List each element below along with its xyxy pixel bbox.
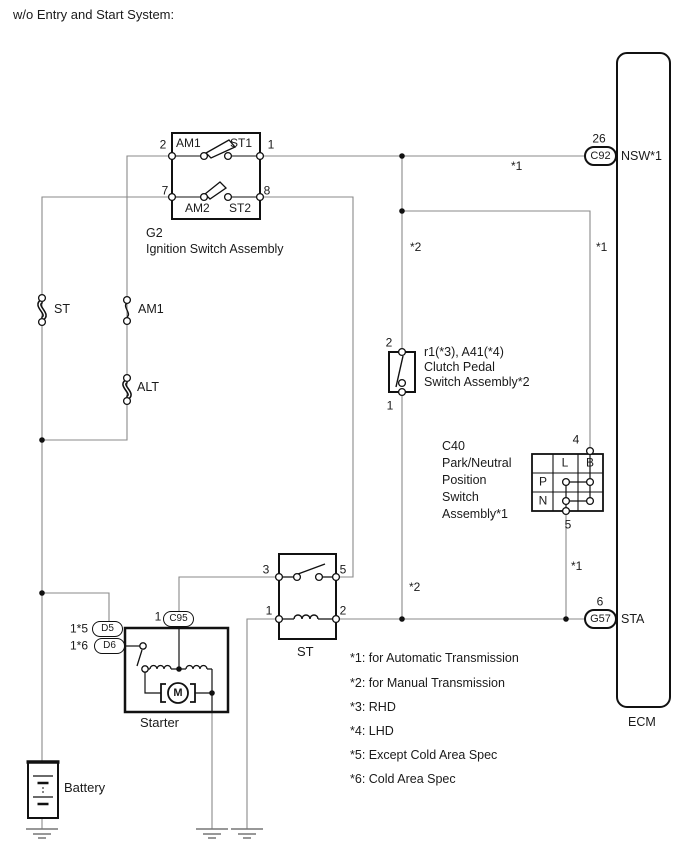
pnp-id: C40 — [442, 439, 465, 453]
ecm-pin-26: 26 — [592, 131, 606, 146]
note-4: *4: LHD — [350, 724, 394, 738]
ignition-pin-8: 8 — [263, 183, 271, 198]
ecm-signal-sta: STA — [621, 612, 645, 626]
connector-c92: C92 — [584, 146, 617, 166]
wire-label-at-branch: *1 — [596, 240, 608, 254]
relay-pin-5: 5 — [339, 562, 347, 577]
note-5: *5: Except Cold Area Spec — [350, 748, 498, 762]
ignition-pin-7: 7 — [161, 183, 169, 198]
ignition-switch-internals — [167, 139, 265, 202]
clutch-pin-2: 2 — [385, 335, 393, 350]
pnp-switch-internals — [532, 446, 603, 516]
relay-pin-2: 2 — [339, 603, 347, 618]
pnp-col-b: B — [585, 455, 595, 470]
motor-circle — [167, 682, 189, 704]
note-6: *6: Cold Area Spec — [350, 772, 456, 786]
motor-left-bracket — [160, 683, 166, 703]
relay-pin-1: 1 — [265, 603, 273, 618]
wire-label-mt-lower: *2 — [409, 580, 421, 594]
connector-d5: D5 — [92, 621, 123, 637]
pnp-row-p: P — [538, 474, 548, 489]
d6-pin: 1*6 — [69, 638, 89, 653]
ignition-terminal-st1: ST1 — [230, 136, 253, 150]
ignition-switch-name: Ignition Switch Assembly — [146, 242, 284, 256]
battery-label: Battery — [64, 780, 106, 795]
note-1: *1: for Automatic Transmission — [350, 651, 519, 665]
ground-symbols — [26, 828, 263, 839]
pnp-name-line1: Park/Neutral — [442, 456, 512, 470]
note-3: *3: RHD — [350, 700, 396, 714]
wires — [41, 155, 591, 829]
ignition-terminal-am1: AM1 — [176, 136, 201, 150]
clutch-name-line2: Switch Assembly*2 — [424, 375, 530, 389]
ignition-terminal-am2: AM2 — [185, 201, 210, 215]
ecm-box — [616, 52, 671, 708]
note-2: *2: for Manual Transmission — [350, 676, 505, 690]
connector-c95: C95 — [163, 611, 194, 627]
ecm-label: ECM — [628, 715, 656, 729]
c95-pin: 1 — [154, 609, 162, 624]
ecm-pin-6: 6 — [596, 594, 604, 609]
fuse-st-label: ST — [54, 302, 70, 316]
d5-pin: 1*5 — [69, 621, 89, 636]
ignition-pin-2: 2 — [159, 137, 167, 152]
motor-right-bracket — [190, 683, 196, 703]
wire-label-to-c92: *1 — [511, 159, 523, 173]
battery-internals — [26, 760, 60, 806]
wire-label-at-lower: *1 — [571, 559, 583, 573]
clutch-switch-internals — [395, 347, 407, 397]
ignition-switch-id: G2 — [146, 226, 163, 240]
pnp-name-line2: Position — [442, 473, 487, 487]
wire-label-mt-branch: *2 — [410, 240, 422, 254]
connector-g57: G57 — [584, 609, 617, 629]
battery-box — [27, 761, 59, 819]
relay-label: ST — [297, 644, 314, 659]
st-relay-internals — [274, 563, 341, 624]
junction-dots — [39, 153, 569, 696]
fuse-symbols — [37, 293, 132, 406]
clutch-name-line1: Clutch Pedal — [424, 360, 495, 374]
fuse-alt-label: ALT — [137, 380, 159, 394]
clutch-connector-ids: r1(*3), A41(*4) — [424, 345, 504, 359]
ecm-signal-nsw: NSW*1 — [621, 149, 662, 163]
pnp-row-n: N — [538, 493, 548, 508]
fuse-am1-label: AM1 — [138, 302, 164, 316]
motor-letter: M — [173, 687, 183, 699]
starter-label: Starter — [140, 715, 180, 730]
starter-internals — [125, 626, 213, 712]
pnp-name-line3: Switch — [442, 490, 479, 504]
relay-pin-3: 3 — [262, 562, 270, 577]
page-title: w/o Entry and Start System: — [13, 7, 175, 22]
pnp-col-l: L — [561, 455, 569, 470]
pnp-name-line4: Assembly*1 — [442, 507, 508, 521]
ignition-terminal-st2: ST2 — [229, 201, 252, 215]
connector-d6: D6 — [94, 638, 125, 654]
pnp-pin-4: 4 — [572, 432, 580, 447]
clutch-pin-1: 1 — [386, 398, 394, 413]
pnp-pin-5: 5 — [564, 517, 572, 532]
ignition-pin-1: 1 — [267, 137, 275, 152]
st-relay-box — [278, 553, 337, 640]
